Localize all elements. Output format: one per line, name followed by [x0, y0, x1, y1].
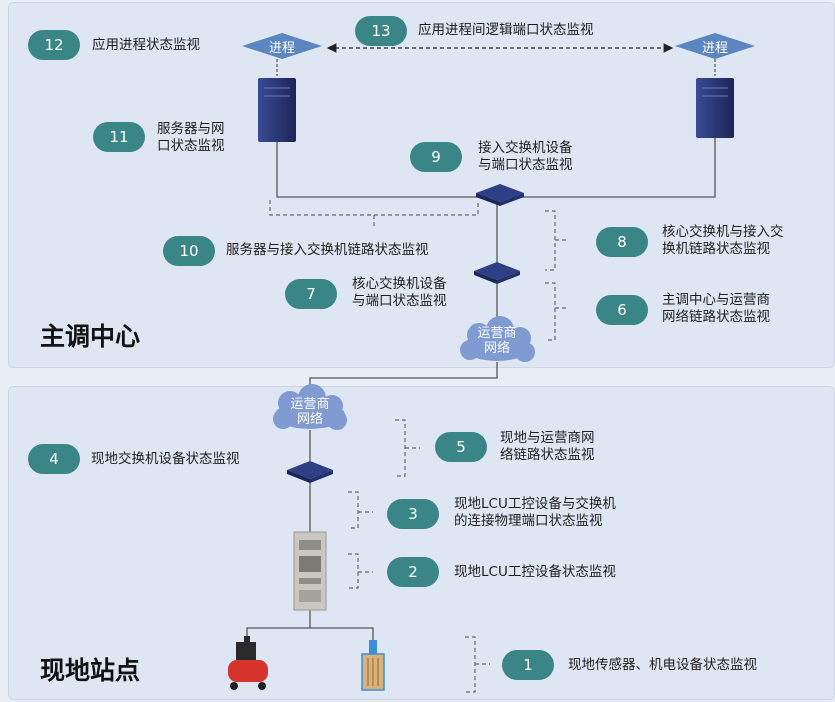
cloud-top-line-1: 运营商	[477, 326, 517, 341]
process-right-label: 进程	[701, 41, 728, 56]
label-12: 应用进程状态监视	[92, 37, 200, 53]
badge-5: 5	[435, 432, 487, 462]
label-6: 主调中心与运营商网络链路状态监视	[662, 292, 770, 325]
carrier-cloud-bottom-icon	[273, 384, 347, 430]
badge-12: 12	[28, 30, 80, 60]
cloud-bottom-line-1: 运营商	[290, 397, 330, 412]
label-9: 接入交换机设备与端口状态监视	[478, 140, 573, 173]
process-right-diamond	[675, 33, 755, 59]
sensor-device-icon	[361, 640, 385, 691]
cloud-top-line-2: 网络	[483, 341, 510, 356]
badge-13: 13	[355, 16, 407, 46]
badge-8: 8	[596, 227, 648, 257]
badge-4: 4	[28, 444, 80, 474]
cloud-bottom-line-2: 网络	[296, 412, 323, 427]
control-center-panel	[8, 2, 835, 368]
label-13: 应用进程间逻辑端口状态监视	[418, 22, 594, 38]
badge-10: 10	[163, 236, 215, 266]
field-station-panel	[8, 386, 835, 700]
label-10: 服务器与接入交换机链路状态监视	[226, 242, 429, 258]
label-2: 现地LCU工控设备状态监视	[454, 564, 616, 580]
badge-7: 7	[285, 279, 337, 309]
label-11: 服务器与网口状态监视	[157, 121, 225, 154]
badge-1: 1	[502, 650, 554, 680]
label-7: 核心交换机设备与端口状态监视	[352, 276, 447, 309]
field-station-title: 现地站点	[40, 656, 141, 685]
server-right-icon	[696, 78, 734, 138]
control-center-title: 主调中心	[40, 322, 141, 351]
annotation-brackets	[269, 200, 568, 693]
badge-3: 3	[387, 499, 439, 529]
process-left-diamond	[242, 33, 322, 59]
label-3: 现地LCU工控设备与交换机的连接物理端口状态监视	[454, 496, 616, 529]
compressor-icon	[228, 636, 268, 690]
label-1: 现地传感器、机电设备状态监视	[568, 657, 757, 673]
badge-11: 11	[93, 122, 145, 152]
access-switch-icon	[476, 184, 524, 206]
badge-9: 9	[410, 142, 462, 172]
field-switch-icon	[287, 461, 333, 483]
lcu-cabinet-icon	[293, 531, 327, 611]
server-left-icon	[258, 78, 296, 142]
label-4: 现地交换机设备状态监视	[91, 451, 240, 467]
process-left-label: 进程	[268, 41, 295, 56]
carrier-cloud-top-icon	[460, 316, 535, 362]
label-8: 核心交换机与接入交换机链路状态监视	[662, 224, 784, 257]
carrier-cloud-top-label: 运营商 网络	[467, 326, 527, 356]
core-switch-icon	[474, 262, 520, 284]
badge-2: 2	[387, 557, 439, 587]
carrier-cloud-bottom-label: 运营商 网络	[280, 397, 340, 427]
label-5: 现地与运营商网络链路状态监视	[500, 430, 595, 463]
badge-6: 6	[596, 295, 648, 325]
